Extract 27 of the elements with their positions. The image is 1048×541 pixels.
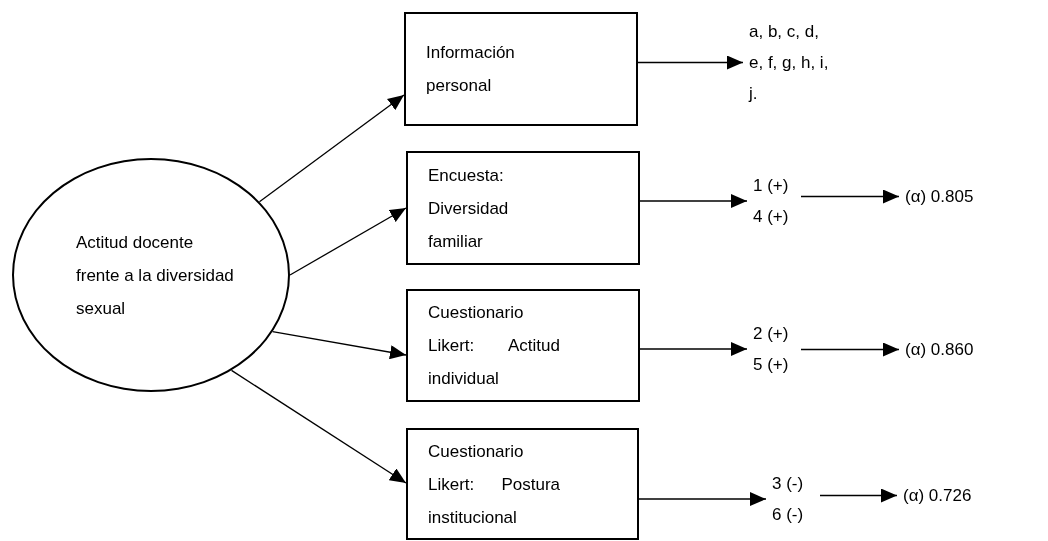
arrow [800, 189, 900, 204]
box-label: Cuestionario Likert: Postura institucional [428, 440, 560, 529]
instrument-box [406, 428, 639, 540]
box-label: Cuestionario Likert: Actitud individual [428, 302, 560, 390]
item-label: (α) 0.805 [905, 181, 1005, 212]
arrow [271, 331, 407, 360]
instrument-box [404, 12, 638, 126]
arrow [819, 488, 898, 503]
item-label: 2 (+) 5 (+) [753, 318, 795, 380]
arrow [639, 194, 748, 208]
instrument-box [406, 289, 640, 402]
instrument-box [406, 151, 640, 265]
arrow [289, 207, 407, 276]
item-label: (α) 0.726 [903, 480, 1003, 511]
arrow [637, 55, 744, 70]
box-label: Información personal [426, 42, 516, 97]
item-label: (α) 0.860 [905, 334, 1005, 365]
box-label: Encuesta: Diversidad familiar [428, 164, 510, 253]
item-label: 1 (+) 4 (+) [753, 170, 795, 232]
box-label: Actitud docente frente a la diversidad sexual [76, 231, 235, 320]
item-label: 3 (-) 6 (-) [772, 468, 814, 530]
arrow [639, 342, 748, 356]
arrow [800, 342, 900, 357]
arrow [230, 369, 407, 484]
arrow [638, 492, 767, 506]
arrow [258, 94, 405, 203]
item-label: a, b, c, d, e, f, g, h, i, j. [749, 16, 837, 109]
